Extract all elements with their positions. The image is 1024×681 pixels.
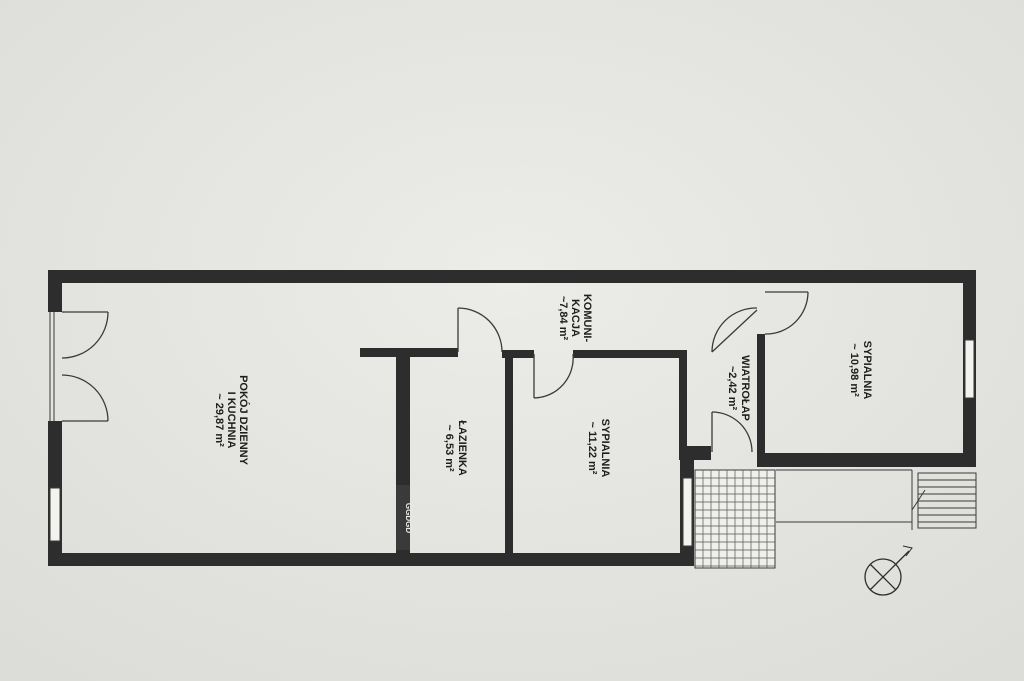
- windows: [49, 339, 975, 547]
- porch-tiles: [694, 469, 776, 569]
- room-living-area: ~ 29,87 m²: [213, 393, 225, 447]
- appliance-label: GGDGD: [404, 503, 413, 533]
- room-bedroom1-area: ~ 11,22 m²: [586, 422, 598, 475]
- room-bathroom: ŁAZIENKA ~ 6,53 m²: [443, 420, 468, 476]
- room-corridor-area: ~7,84 m²: [557, 296, 569, 341]
- windbreak-door: [711, 307, 758, 353]
- bedroom2-door: [764, 291, 809, 335]
- entrance-door: [49, 311, 109, 422]
- window-bottom-right: [682, 477, 693, 547]
- bedroom1-door: [533, 353, 574, 399]
- room-living-name-2: I KUCHNIA: [225, 392, 237, 449]
- room-bedroom2-area: ~ 10,98 m²: [848, 343, 860, 397]
- room-corridor-name-1: KOMUNI-: [581, 294, 593, 343]
- room-bedroom1: SYPIALNIA ~ 11,22 m²: [586, 419, 611, 478]
- room-corridor: KOMUNI- KACJA ~7,84 m²: [557, 294, 593, 343]
- room-corridor-name-2: KACJA: [569, 299, 581, 337]
- room-bathroom-name: ŁAZIENKA: [456, 420, 468, 476]
- north-arrow-icon: [864, 545, 913, 596]
- room-bedroom2: SYPIALNIA ~ 10,98 m²: [848, 341, 873, 400]
- appliance-strip: GGDGD: [396, 485, 413, 550]
- exit-door: [711, 411, 753, 453]
- room-bedroom2-name: SYPIALNIA: [861, 341, 873, 400]
- bathroom-door: [457, 307, 503, 353]
- room-living-name-1: POKÓJ DZIENNY: [237, 375, 250, 466]
- exterior-stairs: [776, 469, 977, 530]
- doors: [49, 291, 809, 453]
- room-windbreak-name: WIATROŁAP: [739, 355, 751, 421]
- window-left: [49, 487, 61, 542]
- room-bathroom-area: ~ 6,53 m²: [443, 424, 455, 472]
- window-right: [964, 339, 975, 399]
- room-windbreak-area: ~2,42 m²: [726, 366, 738, 411]
- room-bedroom1-name: SYPIALNIA: [599, 419, 611, 478]
- room-living: POKÓJ DZIENNY I KUCHNIA ~ 29,87 m²: [213, 375, 250, 466]
- room-windbreak: WIATROŁAP ~2,42 m²: [726, 355, 751, 421]
